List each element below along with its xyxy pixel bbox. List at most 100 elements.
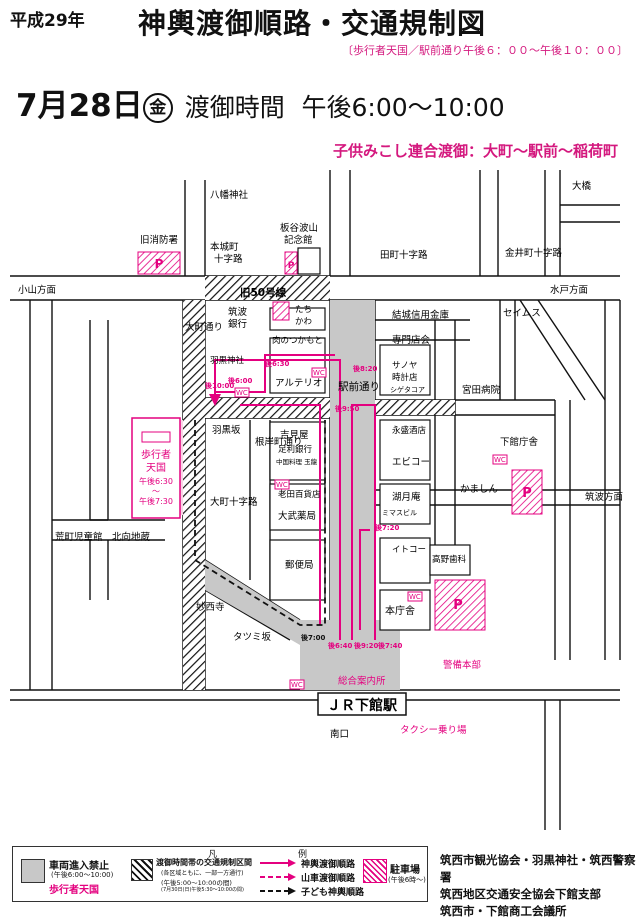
label-keibi: 警備本部: [443, 659, 481, 671]
legend-parking-time: (午後6時〜): [388, 876, 426, 884]
time-1000: 後10:00: [204, 381, 234, 390]
label-ashikaga2: 中国料理 玉龍: [276, 457, 318, 466]
label-kita-chiiki: 北向地蔵: [112, 531, 151, 543]
time-labels: 後10:00 後6:00 後6:30 後9:50 後8:20 後7:20 後7:…: [204, 359, 403, 650]
label-sogo: 総合案内所: [338, 675, 386, 687]
time-720: 後7:20: [374, 523, 400, 532]
label-juujiro: 十字路: [214, 253, 243, 265]
label-seimusu: セイムス: [503, 308, 541, 319]
legend-vehicle-ban: 車両進入禁止: [49, 861, 109, 872]
kids-route: [194, 420, 326, 626]
label-kamashin: かましん: [460, 484, 498, 495]
legend-parking-swatch: [363, 859, 387, 883]
parking-p-1: P: [155, 257, 164, 271]
label-nikuno: 肉のつかもと: [272, 335, 323, 346]
jr-station-box: [317, 692, 407, 716]
map-labels: 八幡神社 旧消防署 本城町 十字路 板谷波山 記念館 田町十字路 金井町十字路 …: [18, 180, 623, 740]
label-oita: 老田百貨店: [278, 489, 321, 500]
page-title: 神輿渡御順路・交通規制図: [138, 7, 487, 40]
legend-hokosha: 歩行者天国: [49, 885, 99, 896]
label-ebiko: エビコー: [392, 457, 430, 468]
legend-dashi: 山車渡御順路: [301, 874, 356, 884]
wc-5: WC: [291, 681, 303, 689]
label-nagasawa: 永盛酒店: [392, 425, 427, 436]
parking-p-4: P: [453, 598, 463, 613]
label-obu: 大武薬局: [278, 510, 316, 522]
label-mito: 水戸方面: [550, 284, 588, 296]
label-tatsumi: タツミ坂: [233, 632, 272, 643]
time-label: 渡御時間: [184, 93, 285, 122]
label-senmon: 専門店会: [392, 334, 431, 346]
label-tachikawa2: かわ: [295, 317, 312, 327]
wc-1: WC: [313, 369, 325, 377]
vehicle-ban-zones: [205, 300, 400, 690]
label-honjo: 本城町: [210, 241, 239, 253]
pedestrian-heaven-label1: 歩行者: [141, 448, 171, 461]
label-myosaiji: 妙西寺: [196, 601, 225, 613]
date-month-day: 7月28日: [16, 88, 143, 124]
label-nanguchi: 南口: [330, 728, 349, 740]
label-shigeta: シゲタコア: [390, 385, 425, 394]
time-range: 午後6:00〜10:00: [301, 93, 505, 122]
label-omachi-jujiro: 大町十字路: [210, 496, 258, 508]
organizer-3: 筑西市・下館商工会議所: [440, 904, 567, 918]
organizer-1: 筑西市観光協会・羽黒神社・筑西警察署: [440, 853, 636, 884]
time-700: 後7:00: [300, 633, 326, 642]
legend-restrict: 渡御時間帯の交通規制区間: [156, 858, 252, 867]
restriction-sections: [183, 276, 455, 690]
pedestrian-heaven-time3: 午後7:30: [139, 496, 173, 506]
wc-2: WC: [236, 389, 248, 397]
wc-4: WC: [409, 593, 421, 601]
label-tachikawa1: たち: [295, 305, 312, 315]
label-misawa: ミマスビル: [382, 508, 417, 517]
header-year: 平成29年: [10, 11, 85, 31]
label-haguro-shrine: 羽黒神社: [210, 355, 245, 366]
label-itaya1: 板谷波山: [280, 222, 318, 234]
legend: 凡 例 車両進入禁止 (午後6:00〜10:00) 歩行者天国 渡御時間帯の交通…: [12, 846, 428, 902]
pedestrian-heaven-icon: [141, 431, 171, 443]
time-950: 後9:50: [334, 404, 360, 413]
time-640: 後6:40: [327, 641, 353, 650]
label-haguro-saka: 羽黒坂: [212, 425, 241, 436]
organizers: 筑西市観光協会・羽黒神社・筑西警察署 筑西地区交通安全協会下館支部 筑西市・下館…: [440, 852, 640, 920]
label-tamachi: 田町十字路: [380, 249, 428, 261]
label-kyu-shobo: 旧消防署: [140, 234, 178, 246]
label-ohashi: 大橋: [572, 180, 592, 192]
kids-route-note: 子供みこし連合渡御：大町〜駅前〜稲荷町: [332, 142, 618, 160]
label-sanyo1: サノヤ: [392, 361, 417, 371]
jr-station-label: ＪＲ下館駅: [327, 697, 398, 714]
label-ashikaga1: 足利銀行: [278, 444, 313, 455]
time-630: 後6:30: [264, 359, 290, 368]
parking-areas: P P P P: [137, 251, 543, 631]
legend-restrict-note2: (午後5:00〜10:00の間): [161, 879, 232, 887]
legend-restrict-note1: (各区域ともに、一部一方通行): [161, 870, 244, 877]
label-negishi-dori: 根岸町通り: [255, 436, 303, 448]
label-omachi-dori: 大町通り: [185, 321, 223, 333]
pedestrian-heaven-time1: 午後6:30: [139, 476, 173, 486]
label-tsukuba-bank2: 銀行: [228, 318, 248, 330]
legend-route-lines: [260, 859, 296, 895]
pedestrian-heaven-time2: 〜: [152, 487, 160, 496]
label-taxi: タクシー乗り場: [400, 724, 467, 736]
label-kanai: 金井町十字路: [505, 247, 563, 259]
time-600: 後6:00: [227, 376, 253, 385]
label-ara-jidokan: 荒町児童館: [55, 531, 103, 543]
organizer-2: 筑西地区交通安全協会下館支部: [440, 887, 601, 901]
wc-6: WC: [276, 481, 288, 489]
label-tsukuba-hoko: 筑波方面: [585, 491, 623, 503]
label-kimiya: 吉見屋: [280, 430, 309, 441]
parking-p-2: P: [288, 261, 295, 271]
label-itaya2: 記念館: [284, 234, 313, 246]
route-map: ＪＲ下館駅 歩行者 天国 午後6:30 〜 午後7:30 P P P P 八幡神…: [10, 170, 623, 830]
pedestrian-heaven-label2: 天国: [146, 462, 166, 474]
header-subtitle: 〔歩行者天国／駅前通り午後６：００〜午後１０：００〕: [342, 44, 628, 57]
legend-kodomo: 子ども神輿順路: [301, 888, 365, 898]
event-date: 7月28日金渡御時間 午後6:00〜10:00: [16, 80, 505, 125]
weekday-circle: 金: [142, 92, 173, 123]
wc-markers: WC WC WC WC WC WC: [234, 367, 508, 690]
legend-hatch-swatch: [131, 859, 153, 881]
time-740: 後7:40: [377, 641, 403, 650]
legend-gray-swatch: [21, 859, 45, 883]
label-kohachi: 湖月庵: [392, 491, 421, 503]
label-shimodate-cho: 下館庁舎: [500, 436, 539, 448]
